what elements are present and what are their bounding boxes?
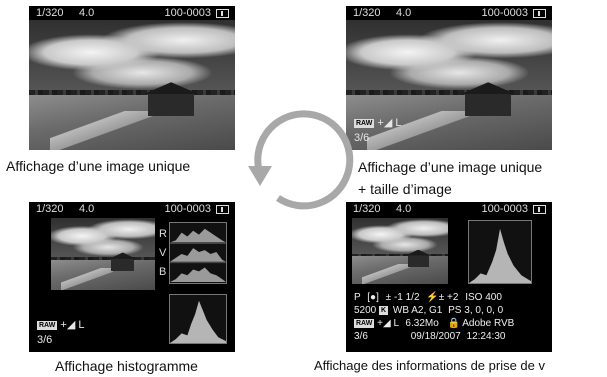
file-number: 100-0003 (481, 7, 529, 19)
card-icon (533, 205, 546, 214)
quality-label: L (395, 117, 402, 129)
metering-icon: [●] (367, 292, 379, 303)
iso-value: 400 (485, 292, 502, 303)
flash-comp: +2 (447, 292, 459, 303)
capture-date: 09/18/2007 (410, 331, 461, 342)
raw-badge: RAW (354, 318, 375, 328)
histogram-rgb (169, 222, 227, 284)
lock-icon: 🔒 (447, 318, 461, 329)
image-quality: RAW +◢ L (354, 116, 401, 129)
aperture: 4.0 (79, 203, 95, 215)
photo-landscape (346, 20, 552, 150)
quality-label: L (393, 318, 399, 329)
card-icon (216, 9, 229, 18)
shutter-speed: 1/320 (353, 203, 381, 215)
exposure-comp: -1 1/2 (393, 292, 420, 303)
exposure-comp-icon: ± (385, 292, 392, 303)
caption-histogram: Affichage histogramme (55, 358, 198, 374)
picture-style: 3, 0, 0, 0 (464, 305, 504, 316)
topbar: 1/320 4.0 100-0003 (29, 6, 235, 20)
image-quality: RAW +◢ L (37, 318, 84, 331)
caption-line1: Affichage d’une image unique (358, 159, 543, 175)
aperture: 4.0 (79, 7, 95, 19)
histogram-luminance (169, 294, 227, 344)
frame-counter: 3/6 (37, 334, 53, 346)
panel-shooting-info: 1/320 4.0 100-0003 P [●] ± -1 1/2 ⚡± +2 … (346, 202, 552, 352)
shutter-speed: 1/320 (36, 7, 64, 19)
quality-icon: +◢ (377, 318, 391, 329)
barn (407, 254, 429, 267)
wb-shift: A2, G1 (411, 305, 443, 316)
flash-comp-icon: ⚡± (426, 292, 445, 303)
caption-shooting-info: Affichage des informations de prise de v (314, 358, 546, 373)
shutter-speed: 1/320 (36, 203, 64, 215)
topbar: 1/320 4.0 100-0003 (346, 202, 552, 216)
picture-style-icon: PS (448, 305, 462, 316)
info-row-3: RAW +◢ L 6.32Mo 🔒 Adobe RVB (354, 318, 514, 329)
quality-label: L (78, 319, 85, 331)
caption-single-image: Affichage d’une image unique (6, 158, 191, 174)
frame-counter: 3/6 (354, 331, 368, 342)
photo-landscape (29, 20, 235, 150)
shutter-speed: 1/320 (353, 7, 381, 19)
cycle-arrow-icon (248, 110, 354, 210)
wb-temperature: 5200 (354, 305, 377, 316)
shooting-mode: P (354, 292, 361, 303)
file-number: 100-0003 (164, 7, 212, 19)
aperture: 4.0 (396, 203, 412, 215)
color-space: Adobe RVB (462, 318, 515, 329)
raw-badge: RAW (37, 320, 58, 330)
frame-counter: 3/6 (354, 132, 370, 144)
caption-single-image-quality: Affichage d’une image unique + taille d’… (358, 156, 542, 200)
info-row-4: 3/6 09/18/2007 12:24:30 (354, 331, 505, 342)
card-icon (533, 9, 546, 18)
barn (465, 92, 511, 117)
barn (111, 258, 135, 272)
capture-time: 12:24:30 (466, 331, 506, 342)
quality-icon: +◢ (60, 319, 76, 331)
kelvin-icon: K (379, 305, 389, 315)
thumbnail (51, 218, 155, 290)
wb-shift-icon: WB (392, 305, 409, 316)
raw-badge: RAW (354, 118, 375, 128)
file-number: 100-0003 (481, 203, 529, 215)
info-row-1: P [●] ± -1 1/2 ⚡± +2 ISO 400 (354, 292, 502, 303)
rgb-label-v: V (159, 247, 167, 259)
rgb-label-r: R (159, 228, 167, 240)
panel-single-image: 1/320 4.0 100-0003 (29, 6, 235, 150)
quality-icon: +◢ (377, 117, 393, 129)
file-size: 6.32Mo (405, 318, 439, 329)
panel-single-image-quality: 1/320 4.0 100-0003 RAW +◢ L 3/6 (346, 6, 552, 150)
barn (148, 92, 194, 117)
topbar: 1/320 4.0 100-0003 (29, 202, 235, 216)
info-row-2: 5200 K WB A2, G1 PS 3, 0, 0, 0 (354, 305, 503, 316)
rgb-label-b: B (159, 266, 167, 278)
iso-icon: ISO (465, 292, 483, 303)
aperture: 4.0 (396, 7, 412, 19)
topbar: 1/320 4.0 100-0003 (346, 6, 552, 20)
histogram-luminance (468, 220, 532, 284)
caption-line2: + taille d’image (358, 181, 452, 197)
card-icon (216, 205, 229, 214)
file-number: 100-0003 (164, 203, 212, 215)
panel-histogram: 1/320 4.0 100-0003 R V B RAW +◢ L 3/6 (29, 202, 235, 352)
thumbnail (352, 218, 448, 284)
